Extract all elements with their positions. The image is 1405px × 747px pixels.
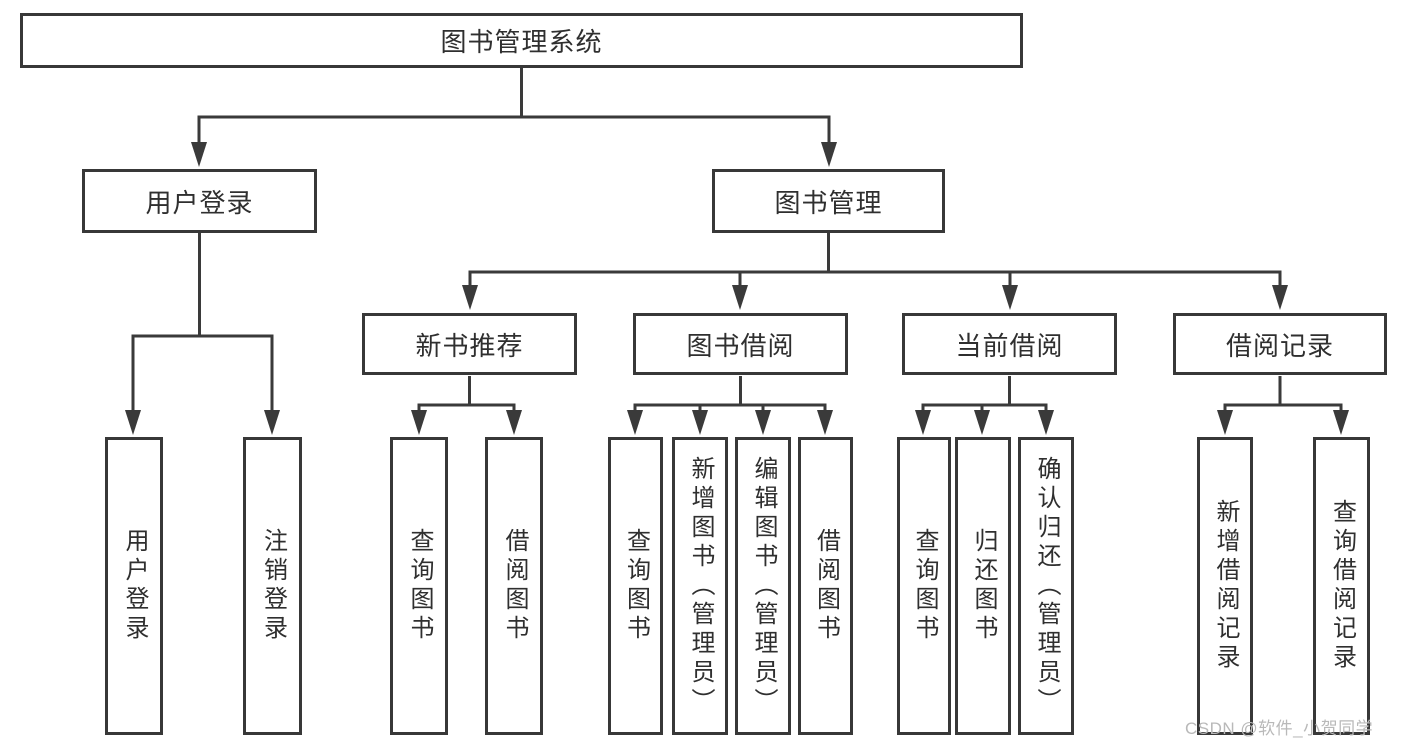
leaf-user-login: 用户登录 (105, 437, 163, 735)
arrow-down-icon (264, 410, 280, 435)
connector-level1-rail (197, 115, 831, 145)
connector-borrow-rail (633, 403, 827, 411)
leaf-logout-login: 注销登录 (243, 437, 302, 735)
leaf-borrow-books-recommend: 借阅图书 (485, 437, 543, 735)
leaf-add-borrow-record: 新增借阅记录 (1197, 437, 1253, 735)
arrow-down-icon (692, 410, 708, 435)
arrow-down-icon (191, 142, 207, 167)
arrow-down-icon (732, 285, 748, 310)
leaf-borrow-books: 借阅图书 (798, 437, 853, 735)
csdn-watermark: CSDN @软件_小贺同学 (1185, 719, 1374, 738)
leaf-return-books: 归还图书 (955, 437, 1011, 735)
node-new-book-recommend: 新书推荐 (362, 313, 577, 375)
arrow-down-icon (125, 410, 141, 435)
arrow-down-icon (462, 285, 478, 310)
leaf-query-books-recommend: 查询图书 (390, 437, 448, 735)
arrow-down-icon (821, 142, 837, 167)
connector-userlogin-rail (131, 334, 274, 413)
node-current-borrow: 当前借阅 (902, 313, 1117, 375)
arrow-down-icon (411, 410, 427, 435)
leaf-query-borrow-record: 查询借阅记录 (1313, 437, 1370, 735)
arrow-down-icon (1333, 410, 1349, 435)
connector-current-rail (921, 403, 1048, 411)
node-user-login: 用户登录 (82, 169, 317, 233)
arrow-down-icon (915, 410, 931, 435)
connector-recommend-rail (417, 403, 516, 411)
arrow-down-icon (1038, 410, 1054, 435)
arrow-down-icon (627, 410, 643, 435)
leaf-confirm-return-admin: 确认归还（管理员） (1018, 437, 1074, 735)
arrow-down-icon (974, 410, 990, 435)
node-book-management: 图书管理 (712, 169, 945, 233)
leaf-add-books-admin: 新增图书（管理员） (672, 437, 728, 735)
arrow-down-icon (1272, 285, 1288, 310)
arrow-down-icon (1217, 410, 1233, 435)
node-book-borrow: 图书借阅 (633, 313, 848, 375)
arrow-down-icon (817, 410, 833, 435)
arrow-down-icon (1002, 285, 1018, 310)
leaf-query-books-borrow: 查询图书 (608, 437, 663, 735)
leaf-edit-books-admin: 编辑图书（管理员） (735, 437, 791, 735)
arrow-down-icon (755, 410, 771, 435)
connector-level2-rail (468, 270, 1282, 288)
arrow-down-icon (506, 410, 522, 435)
node-borrow-records: 借阅记录 (1173, 313, 1387, 375)
node-library-system: 图书管理系统 (20, 13, 1023, 68)
leaf-query-books-current: 查询图书 (897, 437, 951, 735)
connector-records-rail (1223, 403, 1343, 411)
